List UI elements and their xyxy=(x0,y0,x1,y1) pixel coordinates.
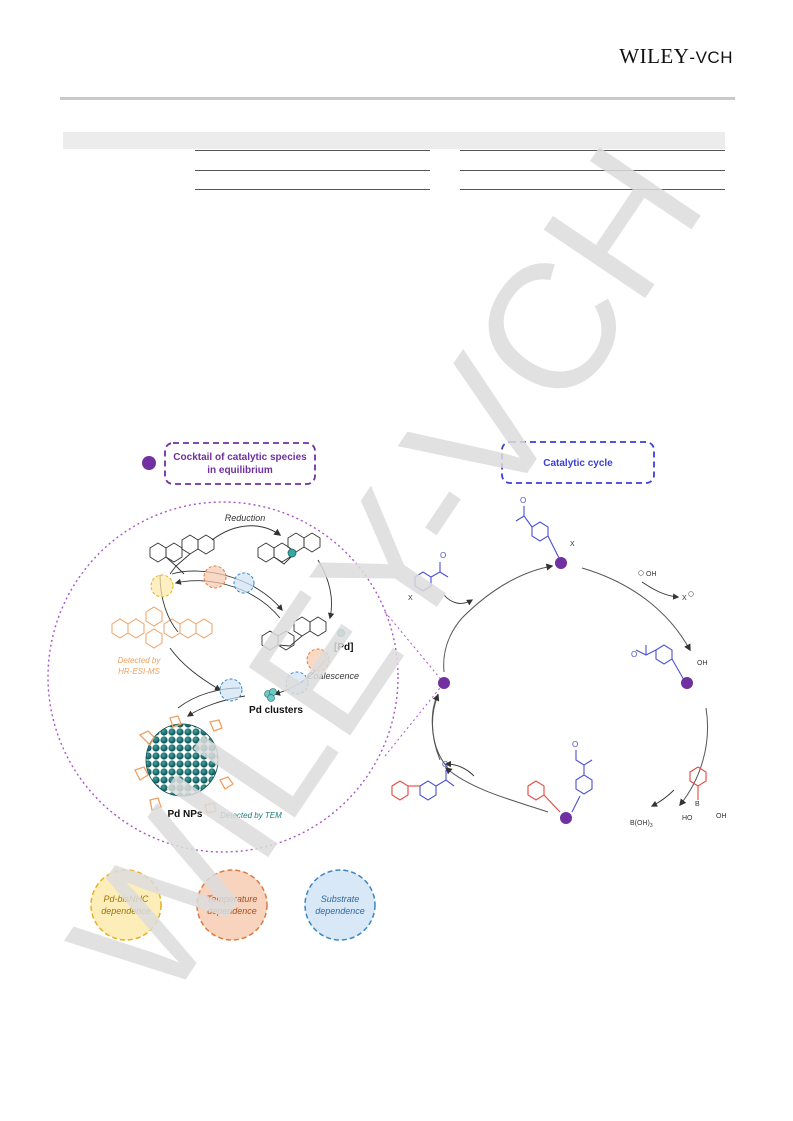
header-rule xyxy=(60,97,735,100)
hydroxide-arrow xyxy=(641,581,680,600)
table-line xyxy=(195,189,430,190)
detected-tem-label: Detected by TEM xyxy=(220,811,282,820)
pd-atom xyxy=(337,629,345,637)
table-header-band xyxy=(63,132,725,149)
equilibrium-arrow xyxy=(174,578,281,619)
pd-atom xyxy=(287,548,297,558)
temperature-marker xyxy=(203,565,227,589)
boron-label: B xyxy=(695,801,700,808)
ligand-structure xyxy=(261,616,327,651)
temperature-marker xyxy=(306,648,330,672)
substrate-entry-arrow xyxy=(443,594,474,606)
publisher-main: WILEY xyxy=(619,44,690,68)
connector-line xyxy=(384,682,445,757)
substrate-marker xyxy=(233,572,255,594)
pd-label: [Pd] xyxy=(334,642,353,653)
diaryl-pd-structure: O xyxy=(527,740,593,813)
pd-bisnhc-line1: Pd-bisNHC xyxy=(103,894,149,904)
charge-icon xyxy=(638,570,644,576)
connector-line xyxy=(384,611,445,684)
cycle-arrow xyxy=(432,693,449,769)
substrate-dependence-circle xyxy=(304,869,376,941)
boric-acid-label: B(OH)3 xyxy=(630,820,653,829)
pd-cluster-icon xyxy=(264,688,277,702)
boronic-acid-structure xyxy=(689,766,707,800)
svg-text:O: O xyxy=(442,760,448,769)
detected-hr-line1: Detected by xyxy=(118,656,162,665)
table-line xyxy=(460,189,725,190)
left-title-box xyxy=(164,442,316,485)
biaryl-product-structure: O xyxy=(391,760,455,801)
charge-icon xyxy=(688,591,694,597)
pd-center xyxy=(555,557,567,569)
oh-label: OH xyxy=(716,813,727,820)
equilibrium-arrow xyxy=(169,647,222,691)
pd-bisnhc-marker xyxy=(150,574,174,598)
pd-center xyxy=(560,812,572,824)
x-minus-label: X xyxy=(682,595,687,602)
svg-text:O: O xyxy=(631,650,637,659)
temperature-line2: dependence xyxy=(207,906,257,916)
right-title-box xyxy=(501,441,655,484)
svg-text:O: O xyxy=(440,551,446,560)
left-title-line1: Cocktail of catalytic species xyxy=(173,452,307,463)
substrate-marker xyxy=(285,671,309,695)
coalescence-label: Coalescence xyxy=(307,671,359,681)
pd-hydroxo-structure: O xyxy=(631,644,685,681)
publisher-sub: VCH xyxy=(695,48,733,67)
substrate-line2: dependence xyxy=(315,906,365,916)
substrate-marker xyxy=(219,678,243,702)
svg-text:O: O xyxy=(520,496,526,505)
temperature-dependence-circle xyxy=(196,869,268,941)
pd-bisnhc-line2: dependence xyxy=(101,906,151,916)
publisher-logo: WILEY-VCH xyxy=(619,44,733,69)
x-label: X xyxy=(570,541,575,548)
reduction-arrow xyxy=(211,525,282,541)
macrocycle-structure xyxy=(111,606,213,649)
table-line xyxy=(460,170,725,171)
equilibrium-arrow xyxy=(171,570,283,611)
equilibrium-arrow xyxy=(317,559,335,620)
aryl-halide-structure: O xyxy=(414,551,449,592)
pd-clusters-label: Pd clusters xyxy=(249,705,303,716)
pd-nps-label: Pd NPs xyxy=(167,809,202,820)
pd-bisnhc-dependence-circle xyxy=(90,869,162,941)
reduction-label: Reduction xyxy=(225,513,266,523)
legend-bullet xyxy=(142,456,156,470)
substrate-line1: Substrate xyxy=(321,894,360,904)
publisher-separator: - xyxy=(689,48,696,67)
table-line xyxy=(195,170,430,171)
pd-complex-structure xyxy=(149,534,215,575)
detected-hr-line2: HR-ESI-MS xyxy=(118,667,160,676)
pd-center xyxy=(681,677,693,689)
left-title-line2: in equilibrium xyxy=(207,465,273,476)
x-label: X xyxy=(408,595,413,602)
oh-label: OH xyxy=(646,571,657,578)
table-line xyxy=(195,150,430,151)
reductive-elimination-arrow xyxy=(444,760,475,777)
pd-center xyxy=(438,677,450,689)
svg-text:O: O xyxy=(572,740,578,749)
pd-complex-structure xyxy=(257,532,321,565)
right-title: Catalytic cycle xyxy=(543,458,613,469)
equilibrium-circle xyxy=(47,501,399,853)
oh-label: OH xyxy=(697,660,708,667)
transmetalation-arrow xyxy=(650,789,675,807)
temperature-line1: Temperature xyxy=(207,894,258,904)
table-line xyxy=(460,150,725,151)
ho-label: HO xyxy=(682,815,693,822)
pd-nanoparticle xyxy=(134,715,234,814)
oxidative-addition-structure: O xyxy=(515,496,561,561)
